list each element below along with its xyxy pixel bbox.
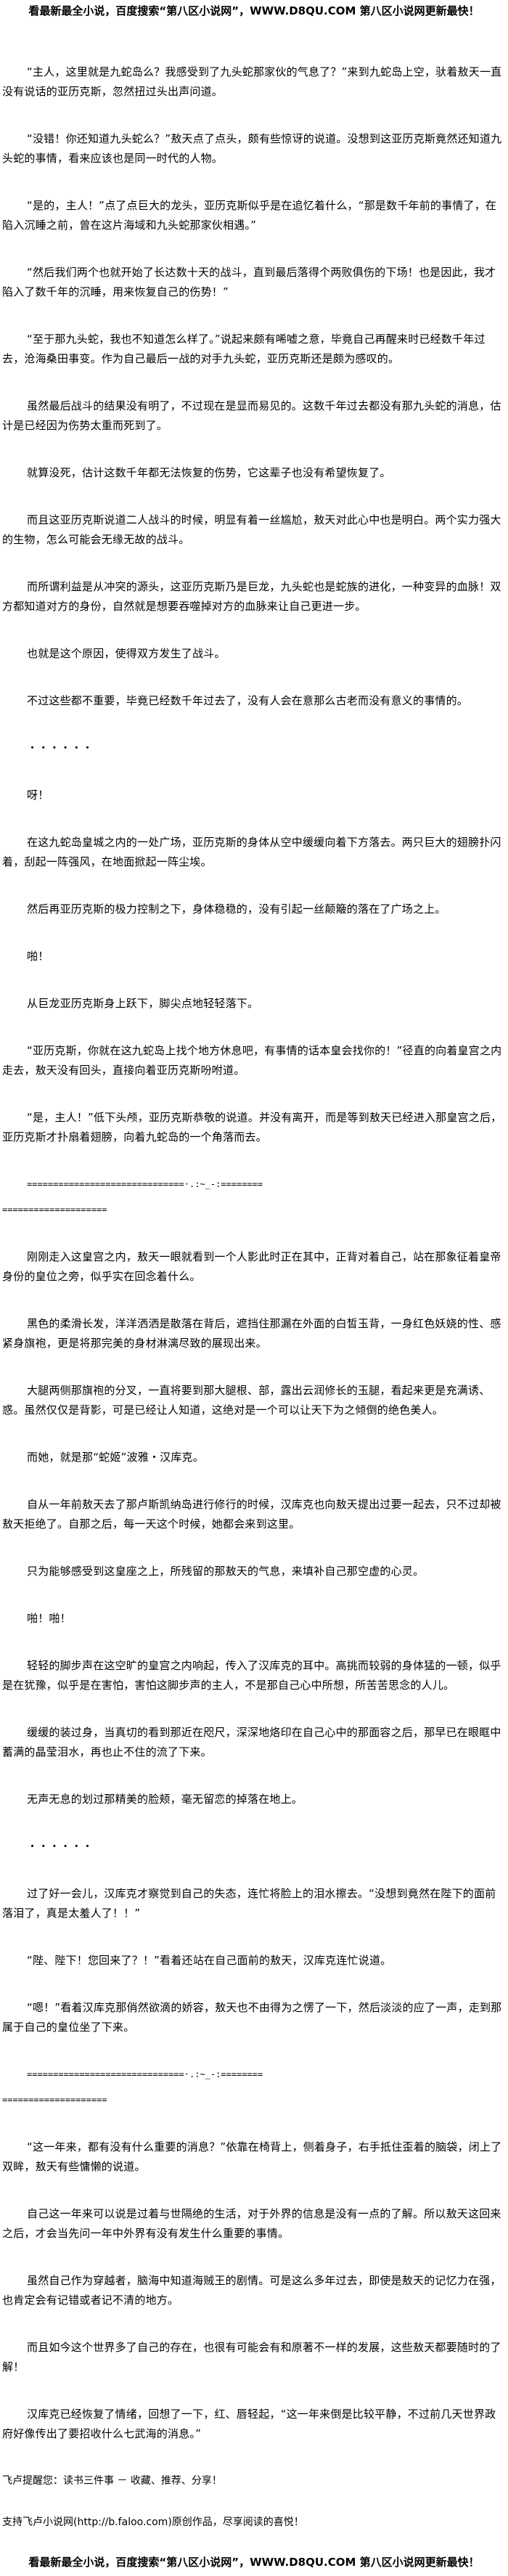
story-paragraph: 啪！啪！ [27,1612,71,1625]
story-paragraph: 虽然自己作为穿越者，脑海中知道海贼王的剧情。可是这么多年过去，即使是敖天的记忆力… [2,2274,501,2307]
story-paragraph: 也就是这个原因，使得双方发生了战斗。 [27,647,226,660]
separator-line: ==============================·.:~_-:===… [27,2069,263,2079]
chapter-content: “主人，这里就是九蛇岛么？我感受到了九头蛇那家伙的气息了？”来到九蛇岛上空，驮着… [2,62,503,2532]
site-banner-top: 看最新最全小说，百度搜索“第八区小说网”，WWW.D8QU.COM 第八区小说网… [28,4,480,17]
story-paragraph: 自从一年前敖天去了那卢斯凯纳岛进行修行的时候，汉库克也向敖天提出过要一起去，只不… [2,1498,501,1530]
story-paragraph: “主人，这里就是九蛇岛么？我感受到了九头蛇那家伙的气息了？”来到九蛇岛上空，驮着… [2,65,502,98]
story-paragraph: 黑色的柔滑长发，洋洋洒洒是散落在背后，遮挡住那漏在外面的白皙玉背，一身红色妖娆的… [2,1317,501,1350]
story-paragraph: 然后再亚历克斯的极力控制之下，身体稳稳的，没有引起一丝颠簸的落在了广场之上。 [27,902,446,916]
story-paragraph: 而所谓利益是从冲突的源头，这亚历克斯乃是巨龙，九头蛇也是蛇族的进化，一种变异的血… [2,580,501,613]
footer-reminder: 飞卢提醒您：读书三件事 － 收藏、推荐、分享！ [2,2475,222,2487]
story-paragraph: “是，主人！”低下头颅，亚历克斯恭敬的说道。并没有离开，而是等到敖天已经进入那皇… [2,1111,502,1144]
story-paragraph: “然后我们两个也就开始了长达数十天的战斗，直到最后落得个两败俱伤的下场！也是因此… [2,266,496,298]
story-paragraph: 在这九蛇岛皇城之内的一处广场，亚历克斯的身体从空中缓缓向着下方落去。两只巨大的翅… [2,836,501,868]
story-paragraph: 啪！ [27,950,49,963]
section-separator: ==============================·.:~_-:===… [2,2065,503,2110]
story-paragraph: 汉库克已经恢复了情绪，回想了一下，红、唇轻起，“这一年来倒是比较平静，不过前几天… [2,2408,496,2440]
story-paragraph: 而且这亚历克斯说道二人战斗的时候，明显有着一丝尴尬，敖天对此心中也是明白。两个实… [2,513,501,546]
story-paragraph: 只为能够感受到这皇座之上，所残留的那敖天的气息，来填补自己那空虚的心灵。 [27,1565,425,1578]
site-banner-bottom: 看最新最全小说，百度搜索“第八区小说网”，WWW.D8QU.COM 第八区小说网… [28,2556,480,2569]
story-paragraph: 不过这些都不重要，毕竟已经数千年过去了，没有人会在意那么古老而没有意义的事情的。 [27,694,469,707]
story-paragraph: ・・・・・・ [27,741,94,754]
story-paragraph: 刚刚走入这皇宫之内，敖天一眼就看到一个人影此时正在其中，正背对着自己，站在那象征… [2,1250,501,1283]
story-paragraph: 大腿两侧那旗袍的分叉，一直将要到那大腿根、部，露出云润修长的玉腿，看起来更是充满… [2,1384,491,1417]
story-paragraph: “亚历克斯，你就在这九蛇岛上找个地方休息吧，有事情的话本皇会找你的！”径直的向着… [2,1044,502,1077]
story-paragraph: 而且如今这个世界多了自己的存在，也很有可能会有和原著不一样的发展，这些敖天都要随… [2,2341,501,2373]
story-paragraph: 自己这一年来可以说是过着与世隔绝的生活，对于外界的信息是没有一点的了解。所以敖天… [2,2207,501,2240]
story-paragraph: 而她，就是那“蛇姬”波雅・汉库克。 [27,1451,204,1464]
story-paragraph: 就算没死，估计这数千年都无法恢复的伤势，它这辈子也没有希望恢复了。 [27,466,391,479]
separator-line: ==============================·.:~_-:===… [27,1179,263,1189]
story-paragraph: “是的，主人！”点了点巨大的龙头，亚历克斯似乎是在追忆着什么，“那是数千年前的事… [2,199,497,232]
story-paragraph: “陛、陛下！您回来了？！”看着还站在自己面前的敖天，汉库克连忙说道。 [27,1954,392,1967]
story-paragraph: 虽然最后战斗的结果没有明了，不过现在是显而易见的。这数千年过去都没有那九头蛇的消… [2,399,501,432]
story-paragraph: “没错！你还知道九头蛇么？”敖天点了点头，颇有些惊讶的说道。没想到这亚历克斯竟然… [2,132,502,165]
story-paragraph: “至于那九头蛇，我也不知道怎么样了。”说起来颇有唏嘘之意，毕竟自己再醒来时已经数… [2,333,486,365]
story-paragraph: 呀！ [27,788,49,802]
story-paragraph: 过了好一会儿，汉库克才察觉到自己的失态，连忙将脸上的泪水擦去。“没想到竟然在陛下… [2,1887,496,1920]
section-separator: ==============================·.:~_-:===… [2,1175,503,1220]
footer-support: 支持飞卢小说网(http://b.faloo.com)原创作品，尽享阅读的喜悦！ [2,2516,304,2528]
story-paragraph: 无声无息的划过那精美的脸颊，毫无留恋的掉落在地上。 [27,1793,303,1806]
story-paragraph: 轻轻的脚步声在这空旷的皇宫之内响起，传入了汉库克的耳中。高挑而较弱的身体猛的一顿… [2,1659,501,1692]
story-paragraph: “嗯！”看着汉库克那俏然欲滴的娇容，敖天也不由得为之愣了一下，然后淡淡的应了一声… [2,2001,502,2034]
separator-line: ==================== [2,1205,107,1215]
story-paragraph: ・・・・・・ [27,1840,94,1853]
separator-line: ==================== [2,2095,107,2105]
story-paragraph: “这一年来，都有没有什么重要的消息？”依靠在椅背上，侧着身子，右手抵住歪着的脑袋… [2,2140,502,2173]
story-paragraph: 从巨龙亚历克斯身上跃下，脚尖点地轻轻落下。 [27,997,259,1010]
story-paragraph: 缓缓的装过身，当真切的看到那近在咫尺，深深地烙印在自己心中的那面容之后，那早已在… [2,1726,501,1758]
